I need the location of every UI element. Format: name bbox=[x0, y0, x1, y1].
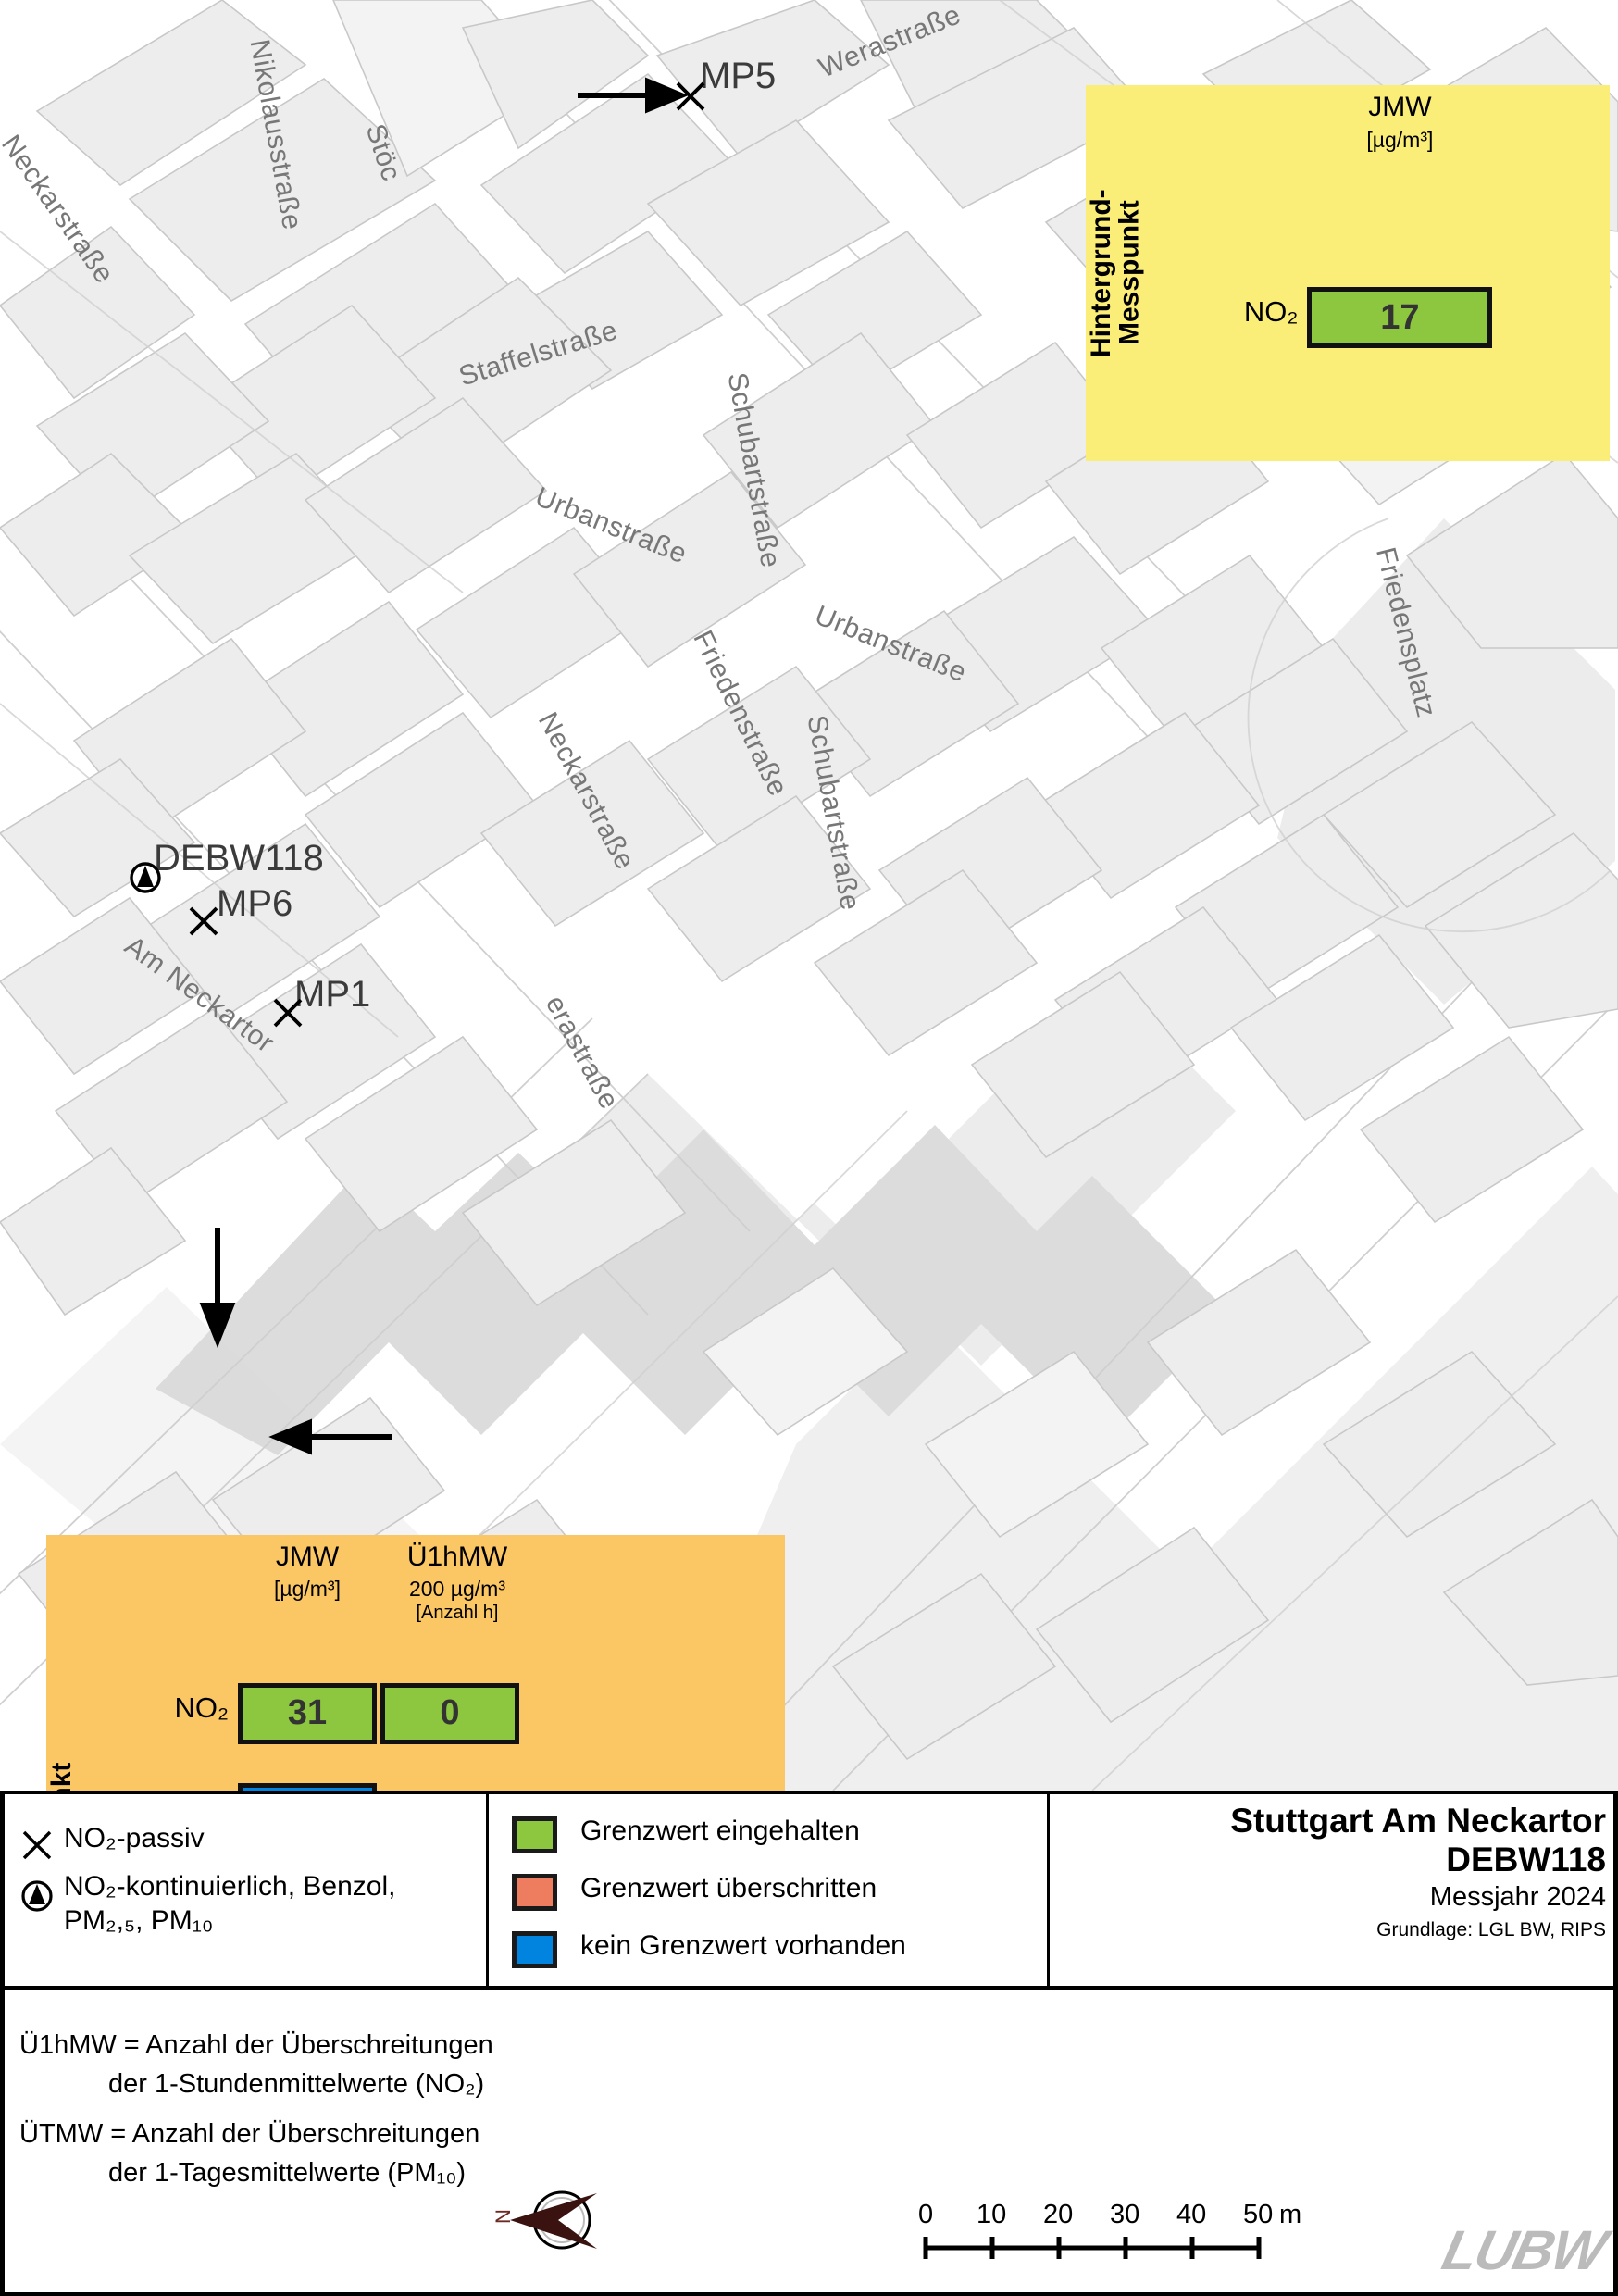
map-canvas[interactable]: .bld{fill:#EDEDED;stroke:#C8C8C8;stroke-… bbox=[0, 0, 1618, 1791]
info-box-category-label: Hintergrund- Messpunkt bbox=[1086, 189, 1145, 358]
column-header: JMW [µg/m³] bbox=[1307, 93, 1492, 151]
legend-swatch-blue bbox=[512, 1931, 557, 1968]
column-unit: [µg/m³] bbox=[1366, 127, 1434, 152]
legend-row: NO₂-passiv NO₂-kontinuierlich, Benzol, P… bbox=[5, 1794, 1618, 1990]
column-unit: [µg/m³] bbox=[273, 1577, 341, 1602]
scale-tick-label: 0 bbox=[918, 2200, 934, 2229]
scale-unit-label: m bbox=[1279, 2200, 1302, 2229]
footnote-u1hmw-line2: der 1-Stundenmittelwerte (NO₂) bbox=[108, 2069, 485, 2099]
info-box-referenz: Referenz-Messpunkt JMW [µg/m³] Ü1hMW 200 µg/… bbox=[46, 1534, 786, 1791]
row-parameter: NO₂ bbox=[1243, 295, 1299, 329]
station-code: DEBW118 bbox=[1446, 1840, 1606, 1878]
scale-tick-label: 30 bbox=[1110, 2200, 1140, 2229]
value-cell: 17 bbox=[1307, 287, 1493, 349]
legend-symbol-label-0: NO₂-passiv bbox=[64, 1823, 205, 1853]
legend-class-label-1: Grenzwert überschritten bbox=[580, 1873, 877, 1903]
lubw-logo: LUBW bbox=[1437, 2219, 1611, 2281]
station-circle-icon[interactable] bbox=[129, 861, 162, 894]
row-parameter: NO₂ bbox=[174, 1691, 229, 1724]
column-title: JMW bbox=[275, 1541, 340, 1572]
scale-tick-label: 50 bbox=[1243, 2200, 1274, 2229]
footnote-utmw-line2: der 1-Tagesmittelwerte (PM₁₀) bbox=[108, 2158, 467, 2188]
scale-tick-label: 10 bbox=[977, 2200, 1007, 2229]
column-header: Ü1hMW 200 µg/m³[Anzahl h] bbox=[388, 1541, 527, 1625]
legend-divider-2 bbox=[1047, 1794, 1050, 1990]
legend-class-label-2: kein Grenzwert vorhanden bbox=[580, 1930, 906, 1961]
value-cell: 0,9 bbox=[237, 1782, 377, 1791]
marker-label-debw118: DEBW118 bbox=[154, 838, 324, 879]
marker-label-mp1: MP1 bbox=[294, 974, 371, 1015]
column-title: JMW bbox=[1368, 92, 1432, 123]
station-name: Stuttgart Am Neckartor bbox=[1230, 1802, 1606, 1840]
column-title: Ü1hMW bbox=[406, 1541, 508, 1572]
value-cell: 31 bbox=[237, 1682, 377, 1744]
info-box-category-label: Referenz-Messpunkt bbox=[46, 1535, 82, 1791]
measurement-year: Messjahr 2024 bbox=[1429, 1881, 1606, 1912]
x-mark-icon[interactable] bbox=[187, 905, 220, 938]
value-cell: 0 bbox=[380, 1682, 519, 1744]
legend-divider-1 bbox=[486, 1794, 489, 1990]
column-header: JMW [µg/m³] bbox=[238, 1541, 377, 1602]
footnote-utmw-line1: ÜTMW = Anzahl der Überschreitungen bbox=[19, 2119, 480, 2149]
x-mark-icon[interactable] bbox=[271, 996, 305, 1029]
marker-label-mp5: MP5 bbox=[700, 56, 777, 96]
legend-class-label-0: Grenzwert eingehalten bbox=[580, 1816, 860, 1846]
scale-bar-graphic bbox=[923, 2237, 1262, 2259]
legend-symbol-label-1: NO₂-kontinuierlich, Benzol, PM₂,₅, PM₁₀ bbox=[64, 1871, 396, 1936]
footnote-u1hmw-line1: Ü1hMW = Anzahl der Überschreitungen bbox=[19, 2030, 493, 2060]
north-arrow-icon: N bbox=[495, 2190, 597, 2250]
x-mark-icon[interactable] bbox=[674, 80, 707, 113]
legend-swatch-red bbox=[512, 1874, 557, 1911]
legend-swatch-green bbox=[512, 1816, 557, 1853]
column-unit: 200 µg/m³ bbox=[408, 1577, 505, 1602]
title-block: Stuttgart Am Neckartor DEBW118 Messjahr … bbox=[1230, 1802, 1606, 1944]
column-sub: [Anzahl h] bbox=[416, 1603, 499, 1624]
scale-tick-label: 20 bbox=[1043, 2200, 1074, 2229]
data-source: Grundlage: LGL BW, RIPS bbox=[1376, 1918, 1606, 1940]
station-circle-icon bbox=[21, 1880, 53, 1912]
legend-panel: NO₂-passiv NO₂-kontinuierlich, Benzol, P… bbox=[0, 1791, 1618, 2296]
north-letter: N bbox=[495, 2209, 515, 2224]
scale-tick-label: 40 bbox=[1176, 2200, 1207, 2229]
marker-label-mp6: MP6 bbox=[217, 883, 293, 924]
x-mark-icon bbox=[22, 1830, 52, 1860]
